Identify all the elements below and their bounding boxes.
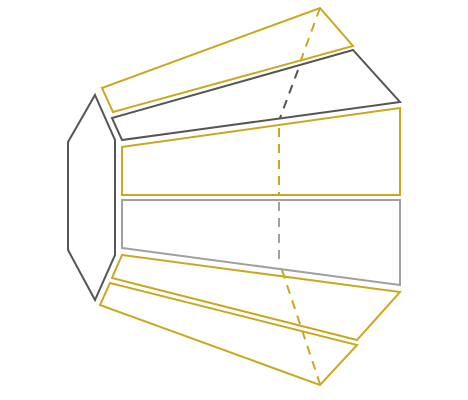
gray-panel [121, 199, 401, 287]
dashed-guide-dark-gray [279, 69, 299, 119]
top-gold-panel [100, 6, 355, 114]
upper-gold-panel [121, 106, 401, 196]
dashed-guide-top-gold [297, 7, 321, 69]
bottom-gold-panel [98, 281, 359, 387]
lower-gold-panel [110, 253, 403, 342]
dashed-guide-lower-gold [281, 269, 321, 385]
dark-gray-panel [110, 48, 403, 142]
hexagon-outline [67, 92, 116, 303]
